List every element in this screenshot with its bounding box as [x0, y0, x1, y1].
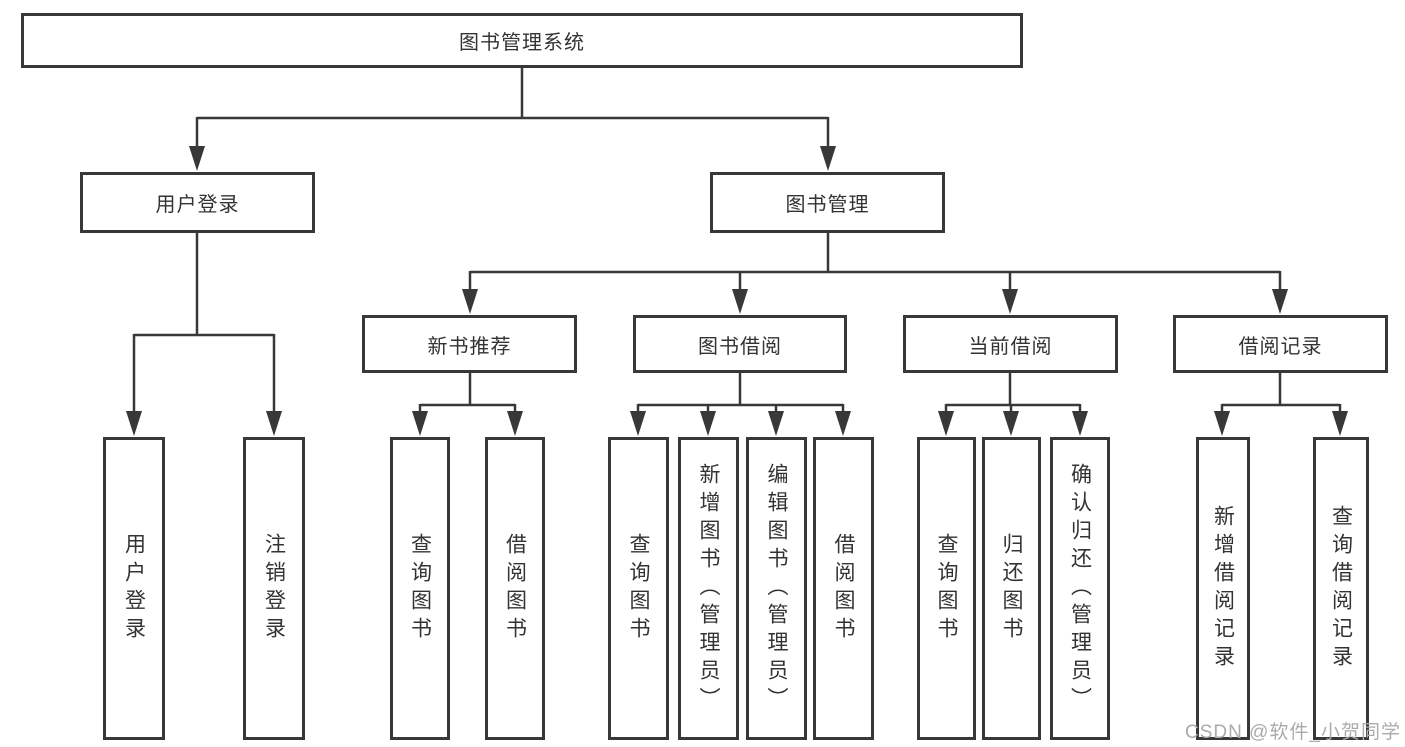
leaf-query-borrow-record-label: 查询借阅记录 [1329, 504, 1353, 673]
arrowheads [126, 146, 1348, 436]
leaf-logout: 注销登录 [243, 437, 305, 740]
node-user-login: 用户登录 [80, 172, 315, 233]
leaf-edit-books-admin-label: 编辑图书（管理员） [765, 462, 788, 715]
node-user-login-label: 用户登录 [155, 194, 240, 216]
leaf-borrow-books-recommend-label: 借阅图书 [503, 532, 527, 645]
leaf-add-books-admin-label: 新增图书（管理员） [697, 462, 720, 715]
leaf-add-borrow-record-label: 新增借阅记录 [1211, 504, 1235, 673]
leaf-confirm-return-admin: 确认归还（管理员） [1050, 437, 1110, 740]
leaf-logout-label: 注销登录 [262, 532, 286, 645]
csdn-watermark: CSDN @软件_小贺同学 [1185, 722, 1401, 743]
leaf-confirm-return-admin-label: 确认归还（管理员） [1068, 462, 1092, 715]
leaf-borrow-books-recommend: 借阅图书 [485, 437, 545, 740]
leaf-add-borrow-record: 新增借阅记录 [1196, 437, 1250, 740]
node-current-borrowing-label: 当前借阅 [968, 335, 1053, 358]
leaf-query-books-current-label: 查询图书 [935, 532, 958, 645]
node-new-book-recommend: 新书推荐 [362, 315, 577, 373]
leaf-user-login-label: 用户登录 [122, 532, 146, 645]
node-current-borrowing: 当前借阅 [903, 315, 1118, 373]
node-book-borrowing: 图书借阅 [633, 315, 847, 373]
leaf-edit-books-admin: 编辑图书（管理员） [746, 437, 807, 740]
leaf-borrow-books: 借阅图书 [813, 437, 874, 740]
leaf-query-books-recommend: 查询图书 [390, 437, 450, 740]
leaf-user-login: 用户登录 [103, 437, 165, 740]
node-library-system: 图书管理系统 [21, 13, 1023, 68]
leaf-return-books: 归还图书 [982, 437, 1041, 740]
node-book-management-label: 图书管理 [785, 194, 870, 216]
leaf-query-books-recommend-label: 查询图书 [408, 532, 432, 645]
leaf-borrow-books-label: 借阅图书 [832, 532, 855, 645]
leaf-query-borrow-record: 查询借阅记录 [1313, 437, 1369, 740]
node-book-management: 图书管理 [710, 172, 945, 233]
node-new-book-recommend-label: 新书推荐 [427, 335, 512, 358]
leaf-return-books-label: 归还图书 [1000, 532, 1023, 645]
node-borrowing-records-label: 借阅记录 [1238, 335, 1323, 358]
leaf-query-books-current: 查询图书 [917, 437, 976, 740]
leaf-add-books-admin: 新增图书（管理员） [678, 437, 739, 740]
node-borrowing-records: 借阅记录 [1173, 315, 1388, 373]
leaf-query-books-borrowing-label: 查询图书 [627, 532, 650, 645]
leaf-query-books-borrowing: 查询图书 [608, 437, 669, 740]
node-library-system-label: 图书管理系统 [459, 32, 585, 54]
node-book-borrowing-label: 图书借阅 [698, 335, 782, 358]
